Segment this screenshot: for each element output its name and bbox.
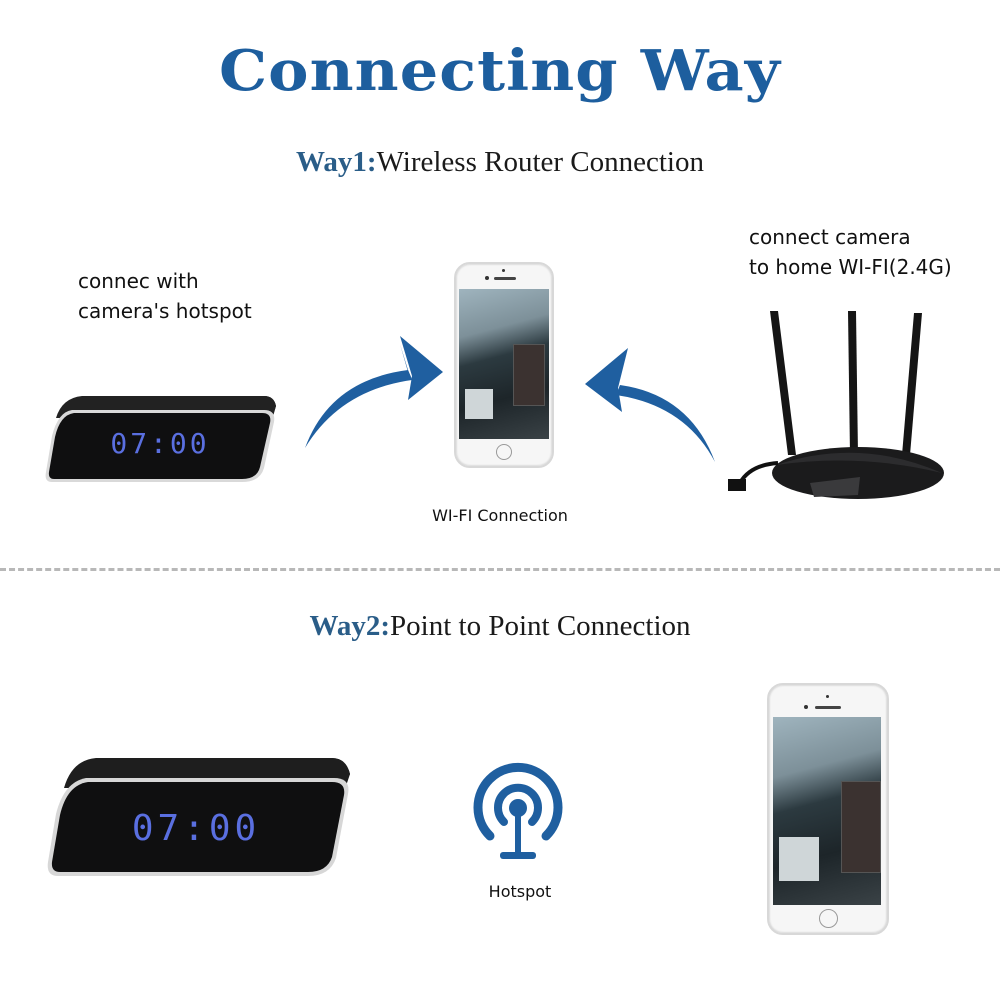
arrow-left-curved-icon xyxy=(580,340,720,469)
arrow-right-curved-icon xyxy=(300,330,445,454)
way1-heading: Way1:Wireless Router Connection xyxy=(0,146,1000,179)
router-caption: connect camera to home WI-FI(2.4G) xyxy=(749,222,952,282)
router-caption-line2: to home WI-FI(2.4G) xyxy=(749,255,952,279)
hotspot-caption: Hotspot xyxy=(488,882,552,901)
way1-label: Wireless Router Connection xyxy=(376,146,704,178)
way2-prefix: Way2: xyxy=(309,610,391,642)
clock-time-text: 07:00 xyxy=(110,427,209,460)
clock-camera-icon: 07:00 xyxy=(42,388,282,488)
way2-heading: Way2:Point to Point Connection xyxy=(0,610,1000,643)
clock-camera-icon: 07:00 xyxy=(44,752,359,884)
way2-label: Point to Point Connection xyxy=(390,610,691,642)
way1-prefix: Way1: xyxy=(296,146,377,178)
router-caption-line1: connect camera xyxy=(749,225,911,249)
section-divider xyxy=(0,568,1000,571)
phone-screen-room-image xyxy=(773,717,881,905)
page-title: Connecting Way xyxy=(218,38,782,104)
wifi-router-icon xyxy=(710,305,950,509)
camera-hotspot-caption: connec with camera's hotspot xyxy=(78,266,252,326)
clock-time-text: 07:00 xyxy=(132,808,260,849)
phone-screen-room-image xyxy=(459,289,549,439)
hotspot-antenna-icon xyxy=(468,758,568,866)
smartphone-icon xyxy=(767,683,889,935)
smartphone-icon xyxy=(454,262,554,468)
wifi-connection-caption: WI-FI Connection xyxy=(432,506,568,525)
camera-caption-line2: camera's hotspot xyxy=(78,299,252,323)
camera-caption-line1: connec with xyxy=(78,269,199,293)
